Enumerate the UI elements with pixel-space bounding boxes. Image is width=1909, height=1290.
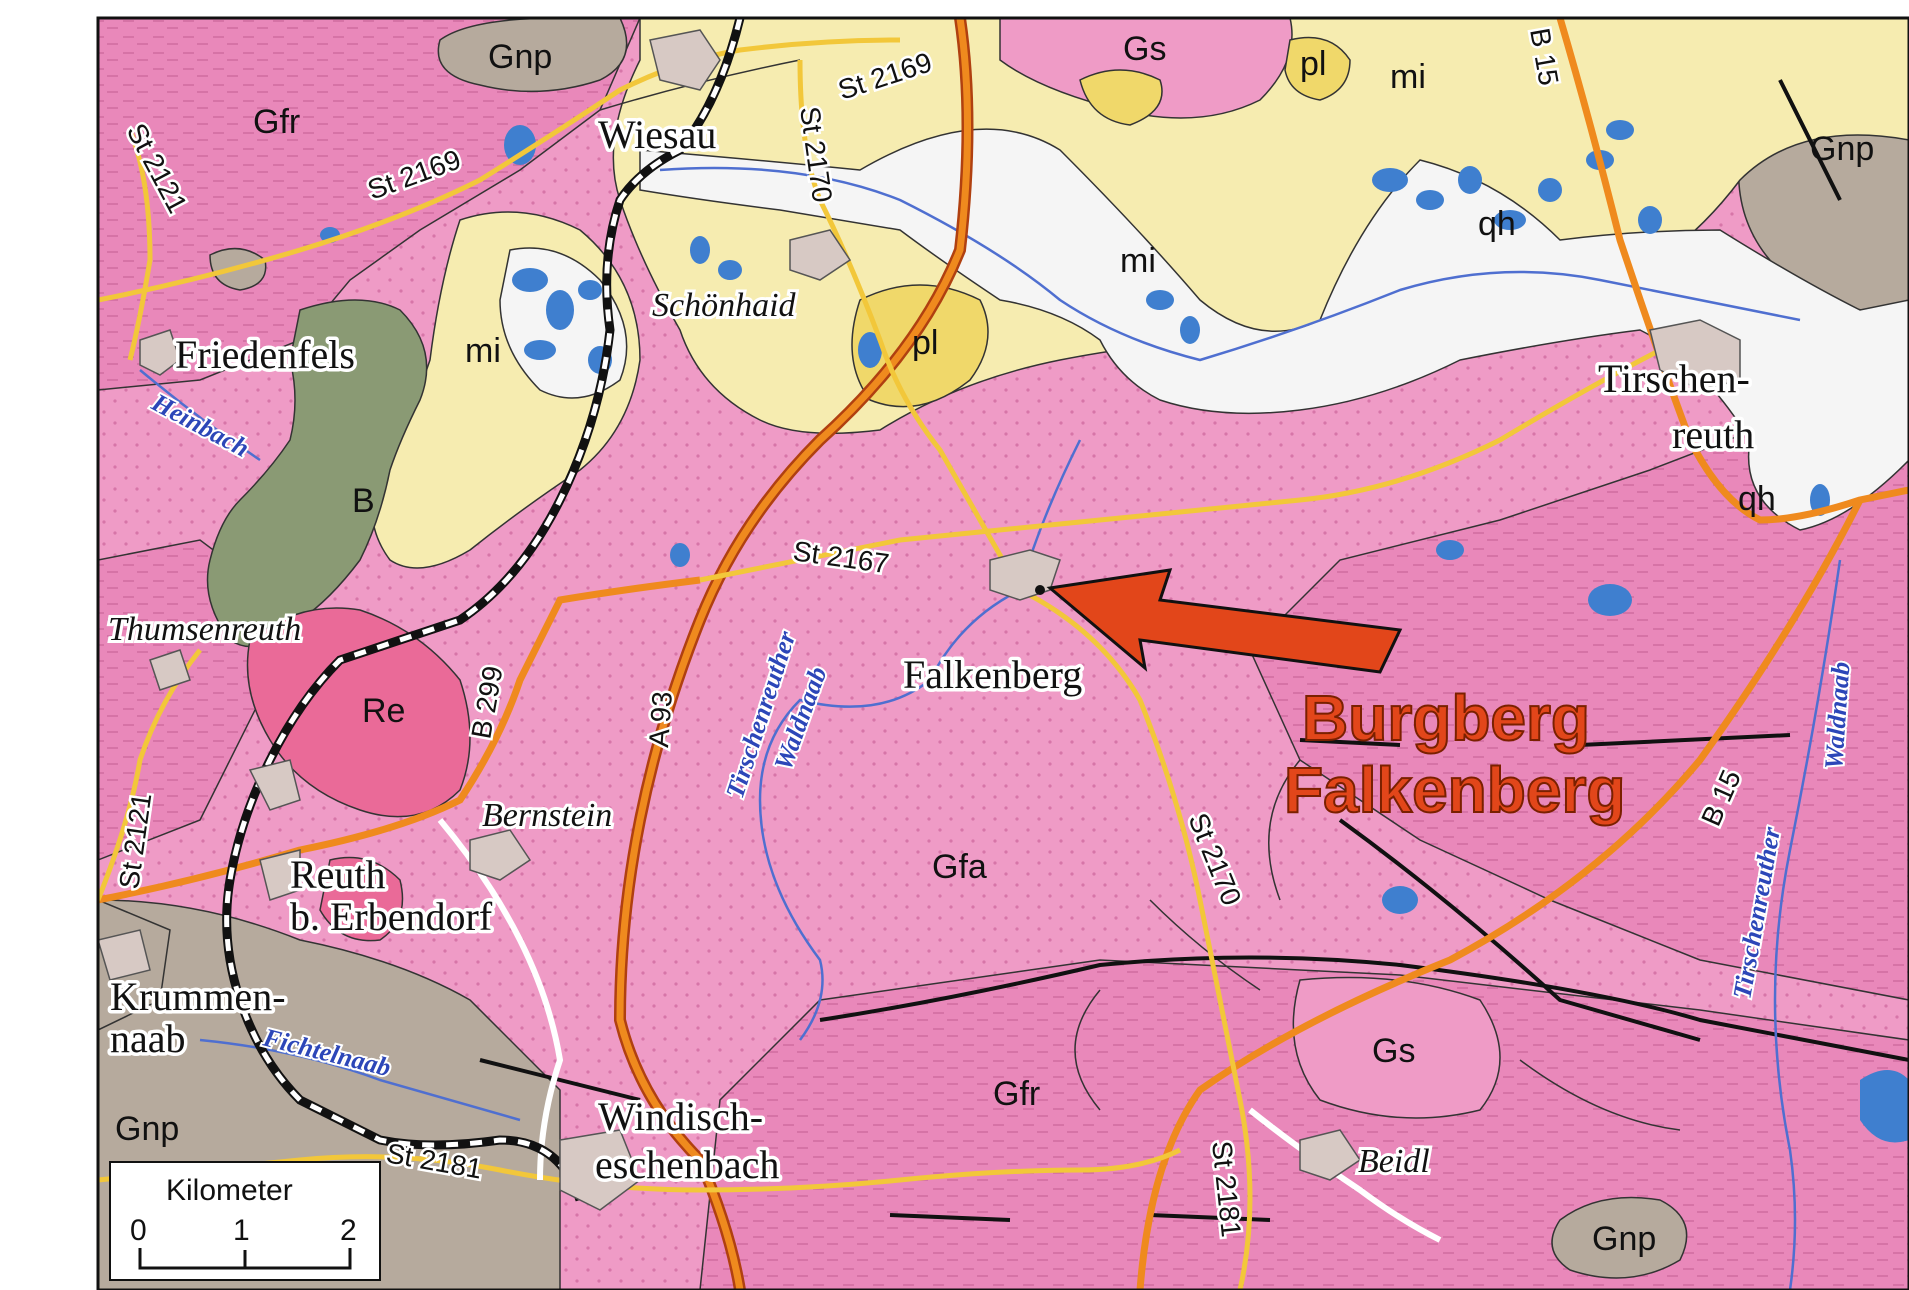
unit-label-gnp-se: Gnp [1592,1220,1656,1258]
town-label-tirschen: Tirschen- [1598,356,1750,401]
village-label-schoenhaid: Schönhaid [652,287,797,324]
unit-gnp-area-se [1551,1196,1688,1279]
unit-label-gs-south: Gs [1372,1032,1415,1070]
unit-label-mi-west: mi [465,332,501,370]
village-label-thumsenreuth: Thumsenreuth [108,611,301,648]
unit-label-qh-east: qh [1738,480,1776,518]
callout-line2: Falkenberg [1284,754,1625,826]
unit-gfr-area-east [1249,119,1909,1001]
unit-label-gfa: Gfa [932,848,987,886]
unit-label-qh-north: qh [1478,205,1516,243]
road-label-a93: A 93 [643,690,678,748]
unit-label-re: Re [362,692,405,730]
unit-label-b: B [352,482,375,520]
unit-label-gnp-north: Gnp [488,38,552,76]
callout-line1: Burgberg [1302,682,1590,754]
unit-label-gfr-nw: Gfr [253,103,300,141]
town-label-falkenberg: Falkenberg [903,652,1082,697]
unit-re-area [246,607,471,818]
town-label-eschenbach: eschenbach [595,1142,779,1187]
scale-tick-0: 0 [130,1214,147,1247]
town-label-krummen: Krummen- [110,974,286,1019]
town-label-erbendorf: b. Erbendorf [290,894,493,939]
town-label-naab: naab [110,1016,186,1061]
unit-label-mi-center: mi [1120,242,1156,280]
scale-tick-2: 2 [340,1214,357,1247]
village-label-bernstein: Bernstein [482,797,612,834]
scale-tick-1: 1 [233,1214,250,1247]
town-label-reuth: reuth [1672,412,1754,457]
town-label-windisch: Windisch- [598,1094,763,1139]
roads-main [98,18,1909,1290]
unit-gs-area-south [1292,976,1501,1119]
scale-bar: Kilometer 0 1 2 [109,1161,381,1281]
village-label-beidl: Beidl [1358,1143,1430,1180]
unit-label-pl-north: pl [1300,45,1326,83]
town-label-reuth-b: Reuth [290,852,386,897]
unit-label-gnp-sw: Gnp [115,1110,179,1148]
town-label-friedenfels: Friedenfels [175,332,355,377]
unit-pl-area-north [1284,36,1351,101]
railway [222,18,745,1202]
red-arrow [1046,568,1403,674]
unit-label-gfr-south: Gfr [993,1075,1040,1113]
fault-lines [479,79,1909,1222]
road-minor [437,818,564,1181]
unit-label-gnp-ne: Gnp [1810,130,1874,168]
unit-re-area-small [319,856,404,942]
unit-label-mi-north: mi [1390,58,1426,96]
scale-title: Kilometer [166,1174,293,1207]
map-frame [96,16,1909,1290]
unit-label-pl-center: pl [912,324,938,362]
settlements [98,29,1741,1211]
unit-gnp-area-north [437,18,628,93]
town-label-wiesau: Wiesau [598,112,716,157]
unit-pl-area-ne [1079,69,1163,126]
ponds [320,120,1909,1143]
unit-label-gs-north: Gs [1123,30,1166,68]
site-marker [1035,585,1045,595]
